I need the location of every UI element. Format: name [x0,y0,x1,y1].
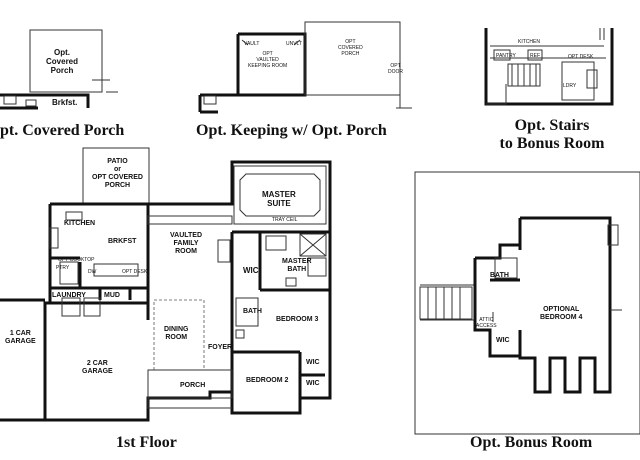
room-label-line: ROOM [175,248,197,256]
room-label-line: BEDROOM 4 [540,314,583,322]
room-label-line: Covered [46,57,79,67]
note-line: DOOR [388,68,403,75]
room-label-line: Porch [50,66,74,76]
caption-first-floor: 1st Floor [116,434,177,451]
note-attic-access: ATTIC ACCESS [476,317,497,330]
room-label-line: VAULTED [170,232,203,239]
room-label-line: MASTER [262,190,296,199]
note-vault: VAULT [244,41,260,47]
room-label-line: PATIO [107,158,128,165]
room-bonus-bath: BATH [490,272,509,279]
room-optional-bedroom4: OPTIONAL BEDROOM 4 [540,306,582,322]
room-ldry-inset: LDRY [563,83,577,89]
room-master-suite: MASTER SUITE [262,190,296,208]
room-porch: PORCH [180,382,206,389]
room-label-line: ROOM [165,334,188,342]
note-opt-desk: OPT DESK [568,54,594,60]
bonus-room-plan [414,171,640,435]
room-label-line: DINING [164,326,189,333]
inset-covered-porch [0,29,118,110]
note-ref: REF [530,53,540,59]
room-label-line: Opt. [54,48,70,57]
room-label-line: VAULTED [256,56,279,63]
note-pantry: PANTRY [496,53,516,59]
caption-stairs: Opt. Stairs to Bonus Room [482,117,622,152]
caption-covered-porch: pt. Covered Porch [0,122,125,139]
room-bedroom2: BEDROOM 2 [246,377,289,384]
room-dining-room: DINING ROOM [164,326,189,342]
room-bath: BATH [243,308,262,315]
note-line: ATTIC [479,317,494,323]
room-brkfst-inset: Brkfst. [52,98,78,107]
room-label-line: OPT [262,51,273,57]
room-vaulted-family-room: VAULTED FAMILY ROOM [170,232,202,256]
room-bonus-wic: WIC [496,337,510,344]
room-label-line: COVERED [338,44,363,51]
caption-stairs-line2: to Bonus Room [499,134,605,152]
first-floor-plan [0,147,332,422]
room-label-line: or [113,166,121,174]
room-label-line: OPT COVERED [92,174,143,182]
note-line: OPT [390,63,401,69]
note-line: ACCESS [476,322,497,329]
note-unvlt: UNVLT [286,41,303,47]
room-label-line: SUITE [267,199,291,209]
room-two-car-garage: 2 CAR GARAGE [82,360,113,376]
inset-keeping-room [198,21,412,114]
room-label-line: 2 CAR [86,360,108,367]
room-label-line: KEEPING ROOM [248,62,288,69]
room-label-line: GARAGE [82,368,113,376]
note-opt-desk-ff: OPT DESK [122,269,148,275]
room-wic-b2: WIC [306,380,320,387]
inset-stairs [484,28,614,106]
room-label-line: OPT [345,39,356,45]
room-foyer: FOYER [208,344,233,351]
caption-stairs-line1: Opt. Stairs [514,117,590,134]
note-opt-cooktop: OPT COOKTOP [58,257,95,263]
room-master-bath: MASTER BATH [282,258,312,274]
note-opt-door: OPT DOOR [388,63,403,76]
room-bedroom3: BEDROOM 3 [276,316,319,323]
room-label-line: PORCH [104,182,131,190]
room-opt-vaulted-keeping-room: OPT VAULTED KEEPING ROOM [248,51,288,69]
room-label-line: PORCH [341,50,360,57]
note-dw: DW [88,269,97,275]
caption-keeping-room: Opt. Keeping w/ Opt. Porch [196,122,387,139]
room-one-car-garage: 1 CAR GARAGE [5,330,36,346]
room-kitchen-inset: KITCHEN [518,39,540,45]
room-label-line: MASTER [282,258,312,265]
caption-bonus-room: Opt. Bonus Room [470,434,593,451]
room-opt-covered-porch: Opt. Covered Porch [46,48,78,76]
room-ptry: PTRY [56,265,70,271]
room-brkfst: BRKFST [108,238,137,245]
room-laundry: LAUNDRY [52,292,86,299]
room-label-line: OPTIONAL [543,306,580,313]
room-opt-covered-porch-keep: OPT COVERED PORCH [338,39,363,57]
room-patio: PATIO or OPT COVERED PORCH [92,158,143,190]
room-label-line: GARAGE [5,338,36,346]
room-wic-b3: WIC [306,359,320,366]
room-kitchen: KITCHEN [64,220,96,227]
room-wic-master: WIC [243,266,259,275]
room-mud: MUD [104,292,120,299]
room-label-line: 1 CAR [9,330,31,337]
room-label-line: FAMILY [173,240,199,248]
note-tray-ceil: TRAY CEIL [272,217,298,223]
room-label-line: BATH [287,266,307,274]
